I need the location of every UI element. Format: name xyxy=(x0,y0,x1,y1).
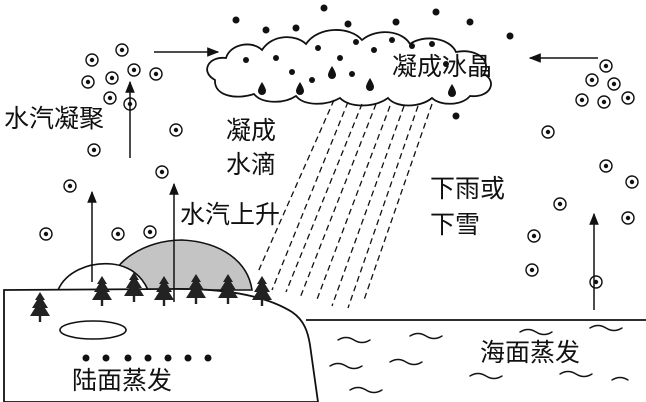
vapor-particle-core xyxy=(173,127,179,133)
label-water-vapor-rise: 水汽上升 xyxy=(180,200,281,229)
vapor-particle-core xyxy=(629,179,635,185)
vapor-particle-core xyxy=(115,231,121,237)
vapor-particle-core xyxy=(557,201,563,207)
ice-crystal-dots xyxy=(232,4,514,120)
land-evaporation-dots xyxy=(82,354,212,362)
vapor-particle-core xyxy=(91,147,97,153)
label-land-evaporation: 陆面蒸发 xyxy=(70,366,175,396)
vapor-particle-core xyxy=(531,233,537,239)
droplet-icon xyxy=(296,82,304,95)
vapor-particle-core xyxy=(85,79,91,85)
vapor-particle-core xyxy=(611,81,617,87)
label-condense-droplets-1: 凝成 xyxy=(226,116,277,145)
vapor-particle-core xyxy=(159,169,165,175)
droplet-icon xyxy=(258,82,266,95)
droplet-icon xyxy=(328,66,336,79)
vapor-particle-core xyxy=(147,229,153,235)
label-water-vapor-condense: 水汽凝聚 xyxy=(4,104,105,133)
vapor-particle-core xyxy=(89,57,95,63)
sea-waves xyxy=(329,324,629,394)
label-rain-or-snow-1: 下雨或 xyxy=(430,174,506,203)
label-rain-or-snow-2: 下雪 xyxy=(430,210,481,239)
vapor-particle-core xyxy=(625,215,631,221)
hill-left xyxy=(56,262,150,291)
vapor-particle-core xyxy=(529,267,535,273)
cloud-droplets xyxy=(258,66,456,97)
vapor-particle-core xyxy=(603,63,609,69)
vapor-particle-core xyxy=(107,95,113,101)
vapor-particle-core xyxy=(601,99,607,105)
label-condense-droplets-2: 水滴 xyxy=(226,150,277,179)
cloud xyxy=(206,29,492,107)
vapor-particle-core xyxy=(579,97,585,103)
droplet-icon xyxy=(448,84,456,97)
vapor-particle-core xyxy=(603,163,609,169)
vapor-particle-core xyxy=(131,67,137,73)
vapor-particle-core xyxy=(589,77,595,83)
vapor-particle-core xyxy=(625,95,631,101)
vapor-particle-core xyxy=(593,279,599,285)
vapor-particle-core xyxy=(43,231,49,237)
vapor-particle-core xyxy=(153,71,159,77)
vapor-particle-core xyxy=(119,47,125,53)
label-sea-evaporation: 海面蒸发 xyxy=(478,338,583,368)
rain-lines xyxy=(257,99,433,309)
label-condense-ice-crystals: 凝成冰晶 xyxy=(392,52,493,81)
vapor-particle-core xyxy=(545,129,551,135)
lake xyxy=(59,320,127,340)
arrows xyxy=(87,47,599,310)
droplet-icon xyxy=(366,78,374,91)
vapor-particle-core xyxy=(109,75,115,81)
cloud-dots xyxy=(243,37,449,83)
vapor-particle-core xyxy=(67,183,73,189)
vapor-particles xyxy=(39,43,639,289)
